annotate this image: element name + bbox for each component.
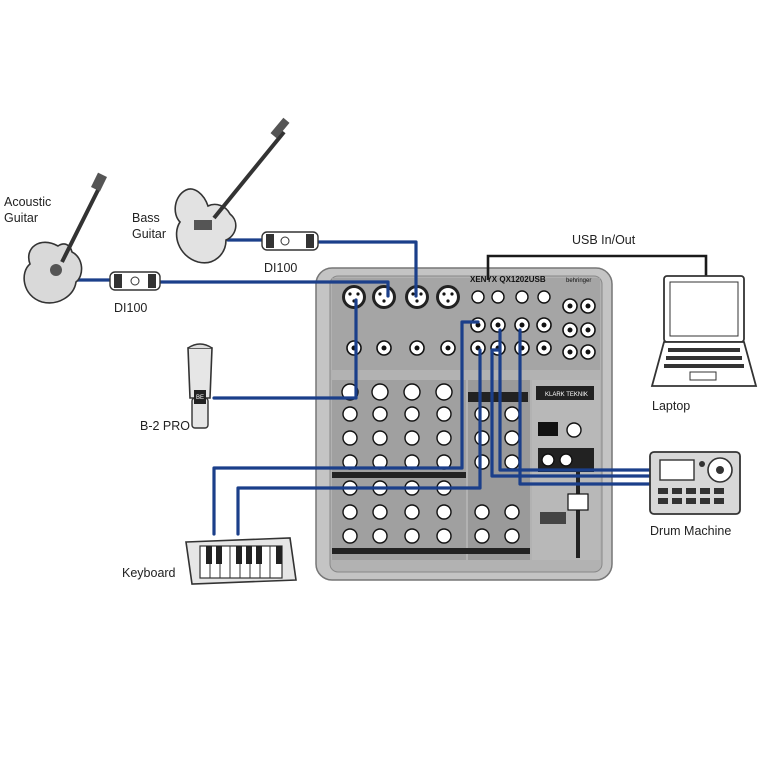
bass-guitar-icon: [174, 117, 290, 264]
di100-box-bass: [261, 231, 319, 251]
line-jacks: [346, 298, 596, 360]
mixer-model-label: XENYX QX1202USB: [470, 275, 546, 284]
fx-display: [538, 422, 558, 436]
master-fader[interactable]: [567, 468, 589, 558]
keyboard-label: Keyboard: [122, 566, 176, 580]
acoustic-guitar-icon: [23, 172, 108, 304]
cables: [74, 238, 708, 536]
mic-label: B-2 PRO: [140, 419, 190, 433]
acoustic-guitar-label-line2: Guitar: [4, 211, 38, 225]
di100-bass-label: DI100: [264, 261, 297, 275]
keyboard-icon: [185, 537, 297, 585]
mixer: XENYX QX1202USB behringer: [315, 267, 613, 581]
bass-guitar-label-line2: Guitar: [132, 227, 166, 241]
acoustic-guitar-label-line1: Acoustic: [4, 195, 51, 209]
xlr-input-1[interactable]: [342, 285, 366, 309]
drum-machine-icon: [649, 451, 741, 515]
usb-label: USB In/Out: [572, 233, 636, 247]
top-knobs: [471, 290, 551, 304]
mixer-brand-label: behringer: [566, 278, 591, 284]
di100-box-acoustic: [109, 271, 161, 291]
xlr-input-4[interactable]: [436, 285, 460, 309]
bass-guitar-label-line1: Bass: [132, 211, 160, 225]
laptop-icon: [650, 275, 758, 387]
microphone-icon: BE: [187, 343, 213, 429]
xlr-input-2[interactable]: [372, 285, 396, 309]
di100-acoustic-label: DI100: [114, 301, 147, 315]
mic-brand: BE: [196, 395, 204, 401]
laptop-label: Laptop: [652, 399, 690, 413]
fx-brand-label: KLARK TEKNIK: [545, 392, 588, 398]
drum-machine-label: Drum Machine: [650, 524, 731, 538]
